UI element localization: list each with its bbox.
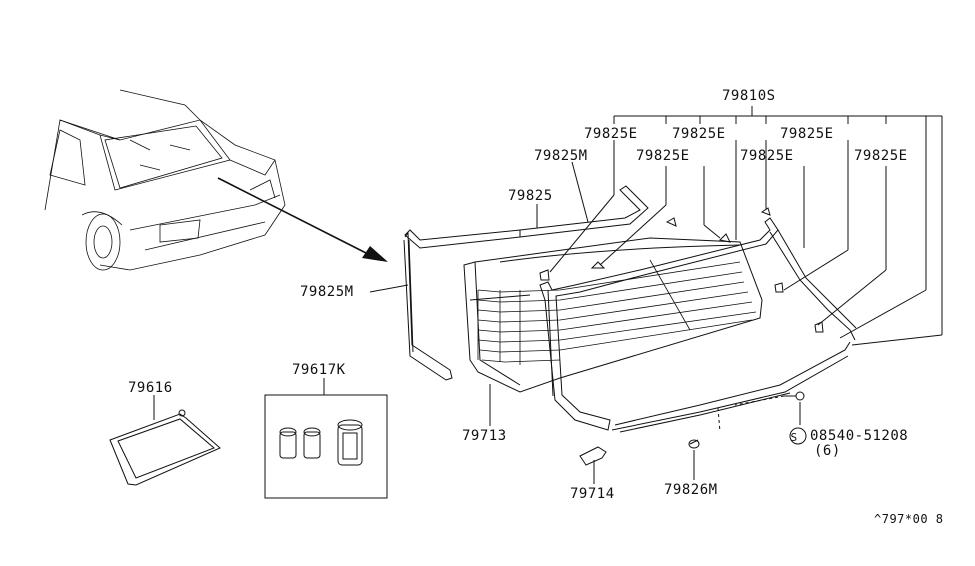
label-79825e-1: 79825E — [584, 126, 638, 142]
label-79826m: 79826M — [664, 482, 718, 498]
label-79825m-top: 79825M — [534, 148, 588, 164]
label-79714: 79714 — [570, 486, 615, 502]
label-08540-51208: 08540-51208 — [810, 428, 908, 444]
bolt-08540 — [734, 391, 805, 406]
clip-markers — [539, 207, 824, 333]
label-79825e-2: 79825E — [672, 126, 726, 142]
label-79825e-3: 79825E — [780, 126, 834, 142]
fastener-79714 — [579, 446, 607, 466]
label-79713: 79713 — [462, 428, 507, 444]
kit-box-79617k — [264, 394, 388, 499]
bolt-symbol-letter: S — [790, 431, 797, 444]
label-79825m-left: 79825M — [300, 284, 354, 300]
left-molding-79825m — [403, 231, 453, 381]
label-79825e-5: 79825E — [740, 148, 794, 164]
leader-arrow — [217, 177, 388, 262]
label-79810s: 79810S — [722, 88, 776, 104]
car-illustration — [44, 89, 286, 271]
leader-lines — [153, 106, 943, 484]
label-79825e-4: 79825E — [636, 148, 690, 164]
back-glass-79713 — [463, 237, 763, 393]
footer-code: ^797*00 8 — [874, 512, 944, 526]
label-79616: 79616 — [128, 380, 173, 396]
bolt-symbol-circle — [789, 427, 807, 445]
glass-defrost-lines — [477, 259, 757, 365]
top-molding-79825 — [404, 185, 649, 249]
label-79825: 79825 — [508, 188, 553, 204]
frame-molding — [539, 217, 857, 433]
label-79617k: 79617K — [292, 362, 346, 378]
seal-79616 — [109, 409, 221, 486]
label-79825e-6: 79825E — [854, 148, 908, 164]
label-08540-qty: (6) — [814, 443, 841, 459]
clip-79826m — [688, 407, 721, 449]
